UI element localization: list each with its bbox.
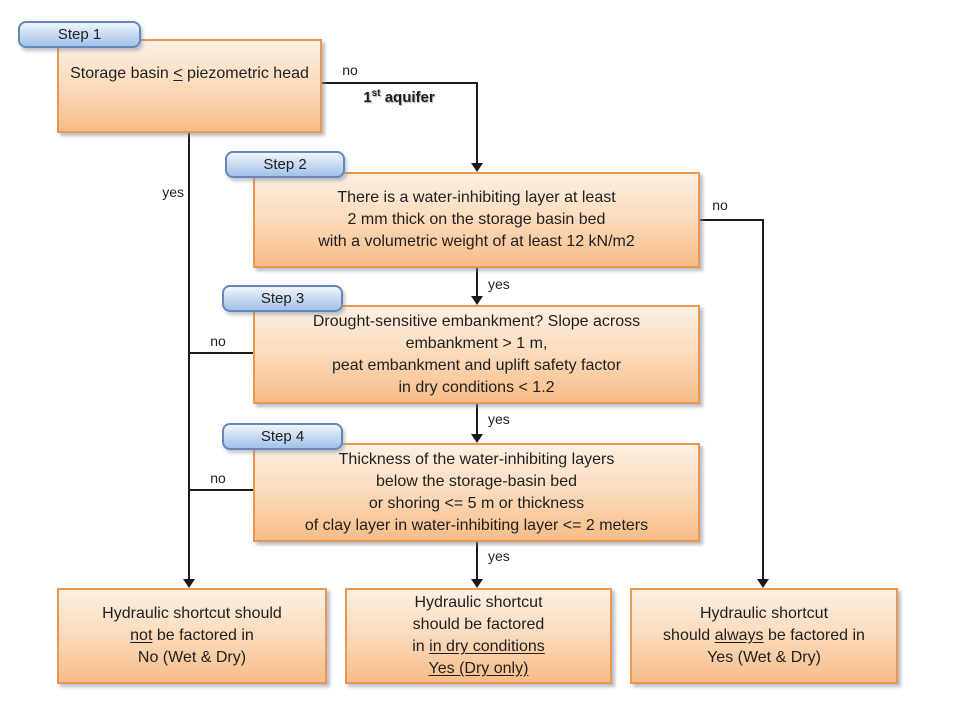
edge-label-step1-no: no <box>342 62 358 78</box>
edge-label-step2-yes: yes <box>488 276 510 292</box>
arrowhead-into-outcome-always-icon <box>757 579 769 588</box>
arrowhead-into-outcome-dry-icon <box>471 579 483 588</box>
connector-step1-yes-vertical <box>188 133 190 579</box>
decision-box-step4-text: Thickness of the water-inhibiting layers… <box>304 450 649 534</box>
connector-step3-yes-vertical <box>476 404 478 435</box>
step1-label: Step 1 <box>18 21 141 48</box>
step3-label: Step 3 <box>222 285 343 312</box>
arrowhead-into-step2-icon <box>471 163 483 172</box>
decision-box-step1-text: Storage basin < piezometric head <box>70 65 309 82</box>
decision-box-step4: Thickness of the water-inhibiting layers… <box>253 443 700 542</box>
decision-box-step2-text: There is a water-inhibiting layer at lea… <box>318 189 635 250</box>
edge-label-step4-no: no <box>210 470 226 486</box>
connector-step2-no-horizontal <box>700 219 764 221</box>
connector-step1-no-horizontal <box>321 82 478 84</box>
decision-box-step3-text: Drought-sensitive embankment? Slope acro… <box>312 312 641 396</box>
step2-label: Step 2 <box>225 151 345 178</box>
edge-label-step1-yes: yes <box>162 184 184 200</box>
edge-label-step3-yes: yes <box>488 411 510 427</box>
connector-step2-yes-vertical <box>476 268 478 298</box>
connector-step4-yes-vertical <box>476 542 478 580</box>
edge-label-step2-no: no <box>712 197 728 213</box>
step4-label: Step 4 <box>222 423 343 450</box>
decision-box-step2: There is a water-inhibiting layer at lea… <box>253 172 700 268</box>
decision-box-step3: Drought-sensitive embankment? Slope acro… <box>253 305 700 404</box>
step1-label-text: Step 1 <box>57 26 102 43</box>
decision-box-step1: Storage basin < piezometric head <box>57 39 322 133</box>
edge-label-first-aquifer: 1st aquifer <box>363 88 435 106</box>
edge-label-step4-yes: yes <box>488 548 510 564</box>
step3-label-text: Step 3 <box>260 290 305 307</box>
arrowhead-into-step3-icon <box>471 296 483 305</box>
arrowhead-into-outcome-never-icon <box>183 579 195 588</box>
connector-step2-no-vertical <box>762 219 764 579</box>
step4-label-text: Step 4 <box>260 428 305 445</box>
arrowhead-into-step4-icon <box>471 434 483 443</box>
connector-step3-no-stub <box>189 352 253 354</box>
edge-label-step3-no: no <box>210 333 226 349</box>
step2-label-text: Step 2 <box>263 156 307 173</box>
connector-step4-no-stub <box>189 489 253 491</box>
connector-step1-no-vertical <box>476 82 478 164</box>
